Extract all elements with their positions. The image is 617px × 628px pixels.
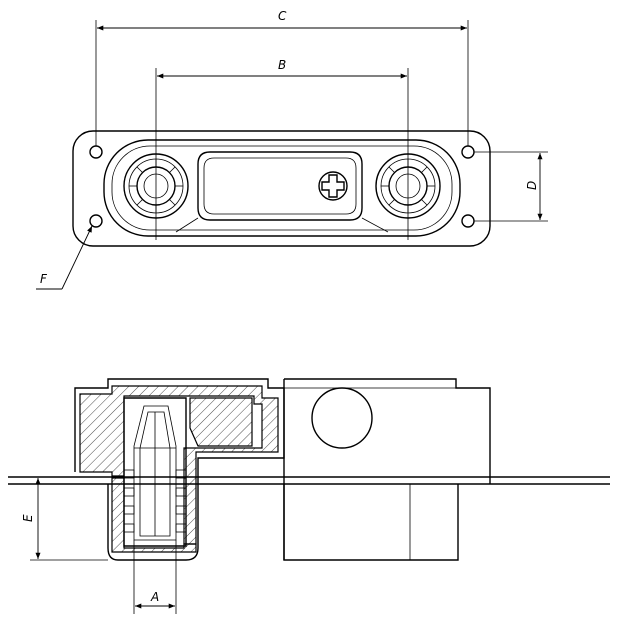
dimension-b: B <box>155 58 409 240</box>
center-slot <box>197 151 363 221</box>
top-view: C B D F <box>36 9 548 290</box>
dimension-d: D <box>474 151 548 222</box>
label-f: F <box>40 272 48 286</box>
lower-block <box>283 484 459 561</box>
mount-hole-top-left <box>89 145 103 159</box>
label-d: D <box>525 181 539 190</box>
screw-icon <box>318 171 348 201</box>
section-view: E A <box>8 378 610 614</box>
dimension-a: A <box>133 540 177 614</box>
label-c: C <box>278 9 287 23</box>
label-e: E <box>21 514 35 522</box>
dimension-e: E <box>21 476 108 561</box>
side-boss <box>311 387 373 449</box>
center-slot-inner <box>203 157 357 215</box>
slot-skirt <box>175 217 389 233</box>
section-hatch-wedge <box>189 397 253 447</box>
label-b: B <box>278 58 286 72</box>
socket-insert <box>123 397 187 547</box>
outer-flange <box>72 130 491 247</box>
mount-hole-bottom-left <box>89 214 103 228</box>
label-a: A <box>150 590 159 604</box>
dimension-c: C <box>95 9 469 146</box>
mount-hole-bottom-right <box>461 214 475 228</box>
mount-hole-top-right <box>461 145 475 159</box>
inner-body-ridge <box>111 145 453 231</box>
leader-f: F <box>36 225 93 290</box>
inner-body <box>103 139 461 237</box>
